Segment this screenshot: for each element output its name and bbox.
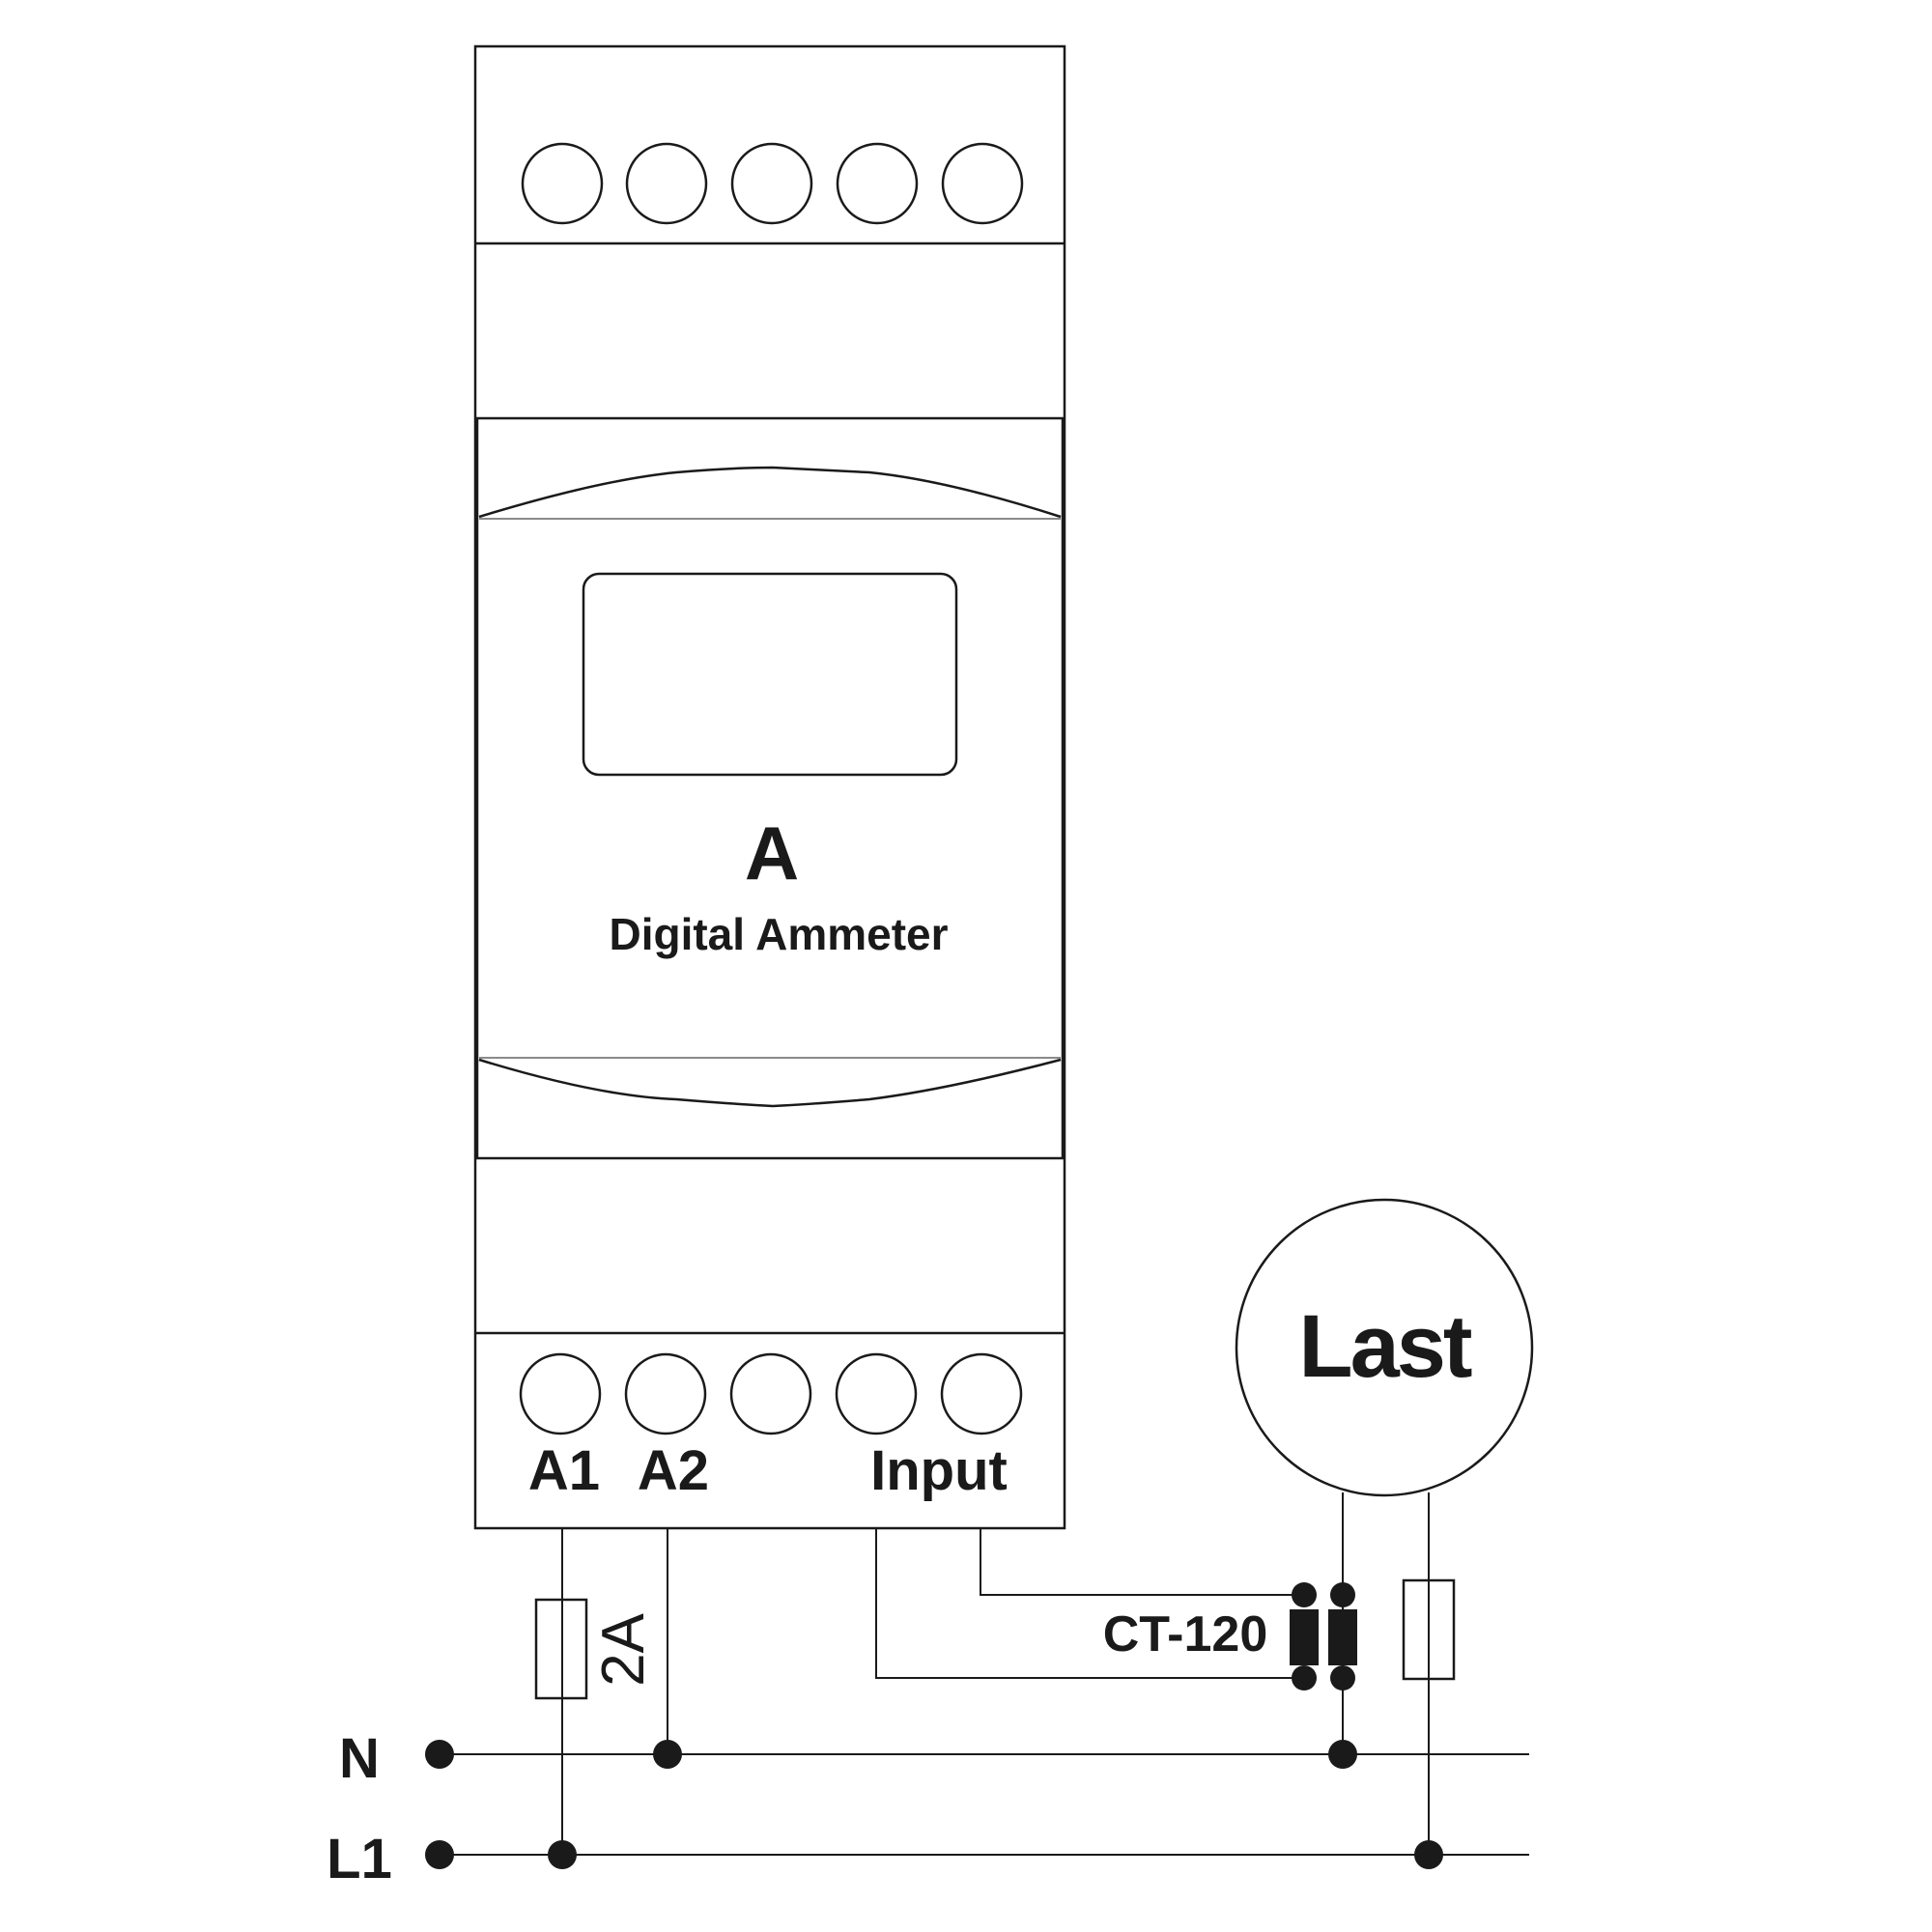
top-terminal-screw-4: [836, 142, 919, 225]
terminal-screw-input-1: [835, 1352, 918, 1435]
ct-secondary-bottom-dot: [1292, 1665, 1317, 1690]
terminal-screw-unused: [729, 1352, 812, 1435]
current-transformer: CT-120: [875, 1528, 1357, 1690]
a2-neutral-junction: [653, 1740, 682, 1769]
load-circuit: Last: [1235, 1198, 1534, 1869]
neutral-terminal-dot: [425, 1740, 454, 1769]
load-circle: [1235, 1198, 1534, 1497]
unit-symbol-label: A: [745, 810, 799, 895]
lower-bezel-curve: [478, 1058, 1062, 1108]
ct-secondary-coil: [1290, 1609, 1319, 1665]
terminal-label-a2: A2: [638, 1439, 709, 1502]
fuse: [534, 1598, 588, 1700]
terminal-screw-input-2: [940, 1352, 1023, 1435]
upper-bezel-curve: [478, 466, 1062, 519]
ammeter-housing: [473, 44, 1066, 1530]
neutral-label: N: [339, 1727, 380, 1790]
supply-wiring: 2A: [534, 1528, 682, 1869]
ct-secondary-top-dot: [1292, 1582, 1317, 1607]
bottom-terminal-block: A1 A2 Input: [519, 1352, 1023, 1502]
supply-lines: N L1: [327, 1727, 1529, 1890]
phase-terminal-dot: [425, 1840, 454, 1869]
top-terminal-screw-2: [625, 142, 708, 225]
input-wire-lower: [875, 1528, 1304, 1679]
top-terminal-screw-3: [730, 142, 813, 225]
terminal-label-input: Input: [870, 1439, 1008, 1502]
top-terminal-screw-5: [941, 142, 1024, 225]
load-neutral-junction: [1328, 1740, 1357, 1769]
load-phase-junction: [1414, 1840, 1443, 1869]
terminal-screw-a2: [624, 1352, 707, 1435]
terminal-label-a1: A1: [528, 1439, 600, 1502]
a1-phase-junction: [548, 1840, 577, 1869]
input-wire-upper: [980, 1528, 1304, 1596]
phase-label: L1: [327, 1828, 392, 1890]
front-panel-outline: [475, 416, 1065, 1160]
top-terminal-block: [521, 142, 1024, 225]
device-name-label: Digital Ammeter: [609, 909, 948, 959]
ct-label: CT-120: [1103, 1606, 1268, 1662]
top-terminal-screw-1: [521, 142, 604, 225]
housing-outline: [473, 44, 1066, 1530]
terminal-screw-a1: [519, 1352, 602, 1435]
lcd-display-window: [582, 572, 958, 777]
fuse-rating-label: 2A: [590, 1612, 657, 1686]
load-fuse: [1402, 1578, 1456, 1681]
front-panel: A Digital Ammeter: [475, 416, 1065, 1160]
load-label: Last: [1298, 1297, 1472, 1396]
